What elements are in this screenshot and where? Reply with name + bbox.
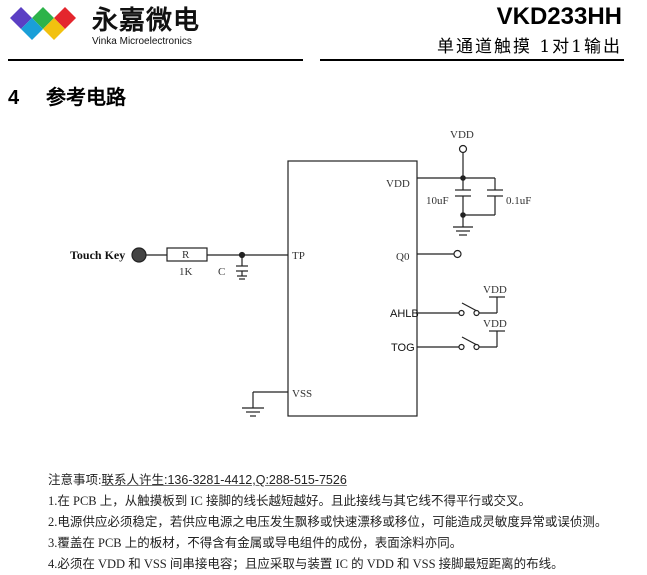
resistor-label: R: [182, 249, 190, 261]
q0-terminal-icon: [453, 249, 462, 259]
pin-label-tp: TP: [292, 250, 305, 262]
pin-label-ahlb: AHLB: [390, 308, 419, 320]
touch-key-label: Touch Key: [70, 248, 125, 262]
tog-vdd-label: VDD: [483, 318, 507, 330]
document-title: VKD233HH: [496, 3, 622, 30]
pin-label-vdd: VDD: [386, 178, 410, 190]
ahlb-switch-contact-b: [473, 309, 480, 317]
vdd-supply-label: VDD: [450, 129, 474, 141]
touch-key-pad-icon: [131, 247, 147, 263]
pin-label-vss: VSS: [292, 388, 312, 400]
vinka-logo-icon: [10, 7, 76, 40]
vdd-terminal-icon: [458, 144, 468, 154]
tog-switch-contact-b: [473, 343, 480, 351]
tog-switch-lever: [461, 336, 478, 346]
reference-circuit-schematic: Touch Key R 1K C TP VDD Q0 AHLB TOG VSS …: [70, 129, 531, 417]
ahlb-switch-lever: [461, 302, 478, 312]
tog-switch-contact-a: [458, 343, 465, 351]
brand-name-cn: 永嘉微电: [92, 6, 201, 36]
pin-label-tog: TOG: [391, 342, 415, 354]
ahlb-switch-contact-a: [458, 309, 465, 317]
note-item: 4.必须在 VDD 和 VSS 间串接电容；且应采取与装置 IC 的 VDD 和…: [48, 557, 564, 571]
cap-10uf-label: 10uF: [426, 195, 449, 207]
ic-body: [287, 160, 418, 417]
logo-diamond-yellow: [43, 18, 65, 40]
capacitor-label: C: [218, 266, 225, 278]
notes-heading: 注意事项:: [48, 473, 102, 487]
note-item: 3.覆盖在 PCB 上的板材，不得含有金属或导电组件的成份，表面涂料亦同。: [48, 536, 463, 550]
header-divider-left: [8, 59, 303, 61]
resistor-value: 1K: [179, 266, 193, 278]
note-item: 2.电源供应必须稳定，若供应电源之电压发生飘移或快速漂移或移位，可能造成灵敏度异…: [48, 515, 608, 529]
cap-01uf-label: 0.1uF: [506, 195, 531, 207]
notes-section: 注意事项:联系人许生:136-3281-4412,Q:288-515-7526 …: [48, 470, 643, 575]
pin-label-q0: Q0: [396, 251, 410, 263]
ahlb-vdd-label: VDD: [483, 284, 507, 296]
header-divider-right: [320, 59, 624, 61]
section-title: 参考电路: [46, 85, 126, 109]
brand-name-en: Vinka Microelectronics: [92, 36, 192, 47]
document-subtitle: 单通道触摸 1对1输出: [436, 37, 622, 57]
contact-info: 联系人许生:136-3281-4412,Q:288-515-7526: [101, 473, 347, 487]
notes-heading-line: 注意事项:联系人许生:136-3281-4412,Q:288-515-7526: [48, 470, 643, 491]
note-item: 1.在 PCB 上，从触摸板到 IC 接脚的线长越短越好。且此接线与其它线不得平…: [48, 494, 532, 508]
section-number: 4: [8, 87, 20, 109]
logo-diamond-blue: [21, 18, 43, 40]
